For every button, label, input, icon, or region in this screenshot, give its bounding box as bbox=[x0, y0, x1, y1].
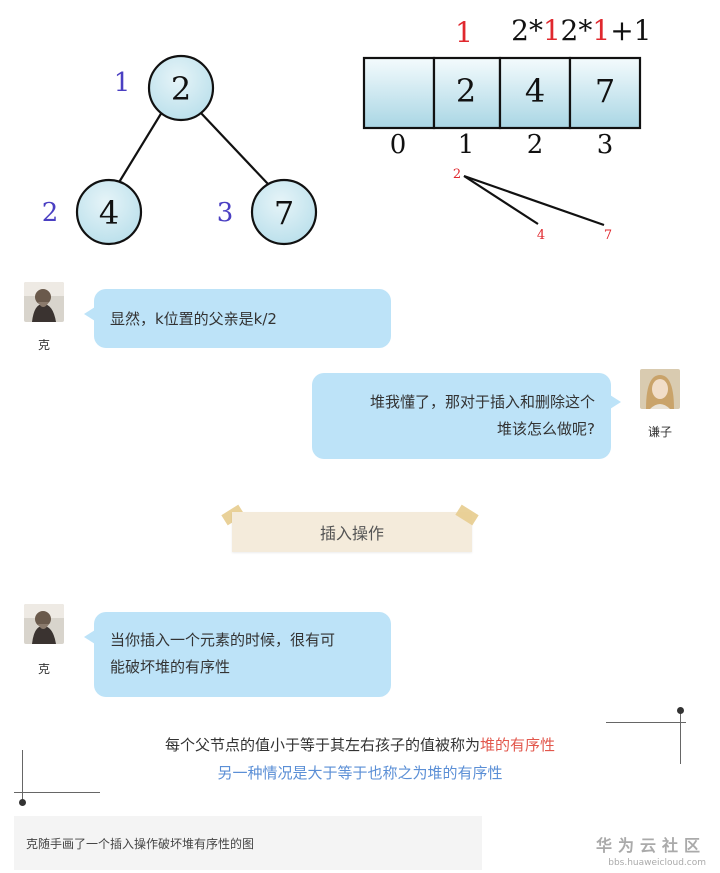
sketch-edge-right bbox=[463, 174, 605, 227]
summary-line-2: 另一种情况是大于等于也称之为堆的有序性 bbox=[217, 764, 503, 782]
tree-edge-left bbox=[117, 111, 163, 185]
array-cell-0 bbox=[362, 56, 436, 130]
tree-node-right-value: 7 bbox=[274, 194, 294, 232]
tree-node-root-value: 2 bbox=[171, 70, 191, 108]
highlight-red: 堆的有序性 bbox=[480, 736, 556, 754]
chat-text-line-2: 堆该怎么做呢? bbox=[497, 420, 595, 438]
sender-name-ke: 克 bbox=[37, 662, 50, 676]
array-cells bbox=[362, 56, 642, 130]
sketch-edge-left bbox=[463, 175, 539, 225]
corner-ornament-left bbox=[14, 750, 104, 806]
array-index-3: 3 bbox=[597, 130, 614, 160]
chat-bubble-qianzi: 堆我懂了，那对于插入和删除这个 堆该怎么做呢? bbox=[312, 373, 621, 459]
array-cell-2-value: 4 bbox=[525, 72, 545, 110]
corner-ornament-right bbox=[606, 707, 696, 765]
chat-text-line-1: 当你插入一个元素的时候，很有可 bbox=[110, 631, 336, 649]
person-icon bbox=[640, 369, 680, 409]
array-index-1: 1 bbox=[458, 130, 475, 160]
array-index-2: 2 bbox=[527, 130, 544, 160]
sketch-left: 4 bbox=[537, 228, 545, 243]
array-label-2k-plus-1: 2*1+1 bbox=[561, 14, 652, 47]
tree-index-root: 1 bbox=[114, 68, 131, 98]
tree-index-left: 2 bbox=[42, 198, 59, 228]
watermark-title: 华为云社区 bbox=[595, 836, 706, 855]
chat-text-line-1: 堆我懂了，那对于插入和删除这个 bbox=[369, 393, 595, 411]
tree-node-left-value: 4 bbox=[99, 194, 119, 232]
array-cell-2 bbox=[498, 56, 572, 130]
section-banner-title: 插入操作 bbox=[319, 524, 384, 543]
chat-text: 显然，k位置的父亲是k/2 bbox=[110, 310, 277, 328]
person-icon bbox=[24, 282, 64, 322]
avatar-ke bbox=[24, 282, 64, 322]
section-banner: 插入操作 bbox=[232, 512, 472, 552]
tree-edge-right bbox=[199, 111, 269, 185]
avatar-ke bbox=[24, 604, 64, 644]
heap-diagram: 2 1 4 2 7 3 1 2*1 2*1+1 2 4 7 0 1 2 3 2 … bbox=[42, 14, 652, 246]
sender-name-ke: 克 bbox=[37, 338, 50, 352]
array-cell-3 bbox=[568, 56, 642, 130]
sketch-right: 7 bbox=[604, 228, 612, 243]
tree-index-right: 3 bbox=[217, 198, 234, 228]
array-cell-3-value: 7 bbox=[595, 72, 615, 110]
watermark-url: bbs.huaweicloud.com bbox=[608, 858, 706, 868]
watermark: 华为云社区 bbs.huaweicloud.com bbox=[596, 832, 706, 868]
array-cell-1 bbox=[432, 56, 502, 130]
sketch-root: 2 bbox=[453, 167, 461, 182]
array-cell-1-value: 2 bbox=[456, 72, 476, 110]
avatar-qianzi bbox=[640, 369, 680, 409]
tree-node-left: 4 bbox=[75, 178, 143, 246]
array-label-1: 1 bbox=[455, 16, 473, 49]
person-icon bbox=[24, 604, 64, 644]
chat-bubble-ke-2: 当你插入一个元素的时候，很有可 能破坏堆的有序性 bbox=[84, 612, 391, 697]
sender-name-qianzi: 谦子 bbox=[647, 425, 672, 439]
chat-bubble-ke-1: 显然，k位置的父亲是k/2 bbox=[84, 289, 391, 348]
image-caption: 克随手画了一个插入操作破坏堆有序性的图 bbox=[14, 816, 482, 870]
array-label-2k: 2*1 bbox=[511, 14, 561, 47]
summary-line-1: 每个父节点的值小于等于其左右孩子的值被称为堆的有序性 bbox=[164, 736, 556, 754]
tree-node-right: 7 bbox=[250, 178, 318, 246]
chat-text-line-2: 能破坏堆的有序性 bbox=[110, 658, 231, 676]
tree-node-root: 2 bbox=[147, 54, 215, 122]
array-index-0: 0 bbox=[390, 130, 407, 160]
